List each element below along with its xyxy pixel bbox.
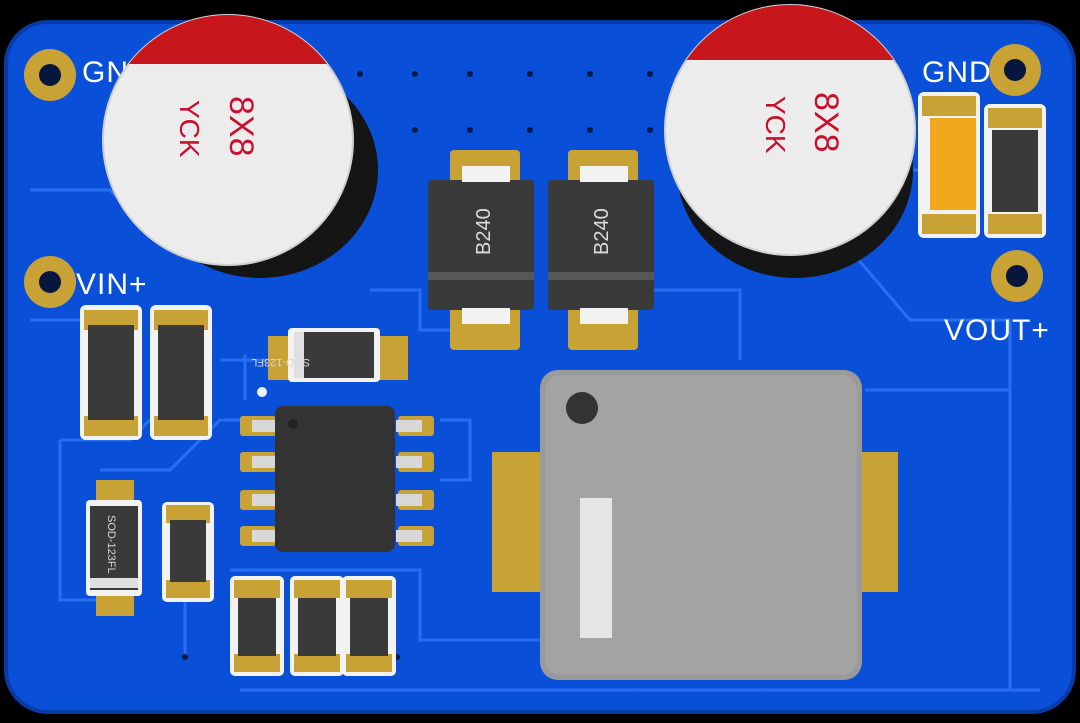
capacitor-left-size: 8X8 xyxy=(222,96,260,157)
capacitor-right-brand: YCK xyxy=(760,96,791,154)
label-vout: VOUT+ xyxy=(944,314,1050,347)
smd-resistor-bottom-left xyxy=(162,502,214,602)
label-vin: VIN+ xyxy=(76,268,148,301)
capacitor-right-size: 8X8 xyxy=(807,92,845,153)
diode-sod123fl-top: SOD-123FL xyxy=(251,328,408,382)
inductor xyxy=(492,370,898,680)
smd-pair-left xyxy=(80,305,212,440)
b240-label-left: B240 xyxy=(473,208,495,255)
sod-label-left: SOD-123FL xyxy=(105,515,117,574)
diode-b240-right: B240 xyxy=(548,150,654,350)
ic-sop8 xyxy=(240,387,434,552)
copper-traces xyxy=(30,168,1040,692)
sod-label-top: SOD-123FL xyxy=(251,356,310,368)
mounting-hole-top-right xyxy=(989,44,1041,96)
via-grid xyxy=(182,71,653,660)
mounting-hole-mid-right xyxy=(991,250,1043,302)
mounting-hole-top-left xyxy=(24,49,76,101)
smd-pair-right xyxy=(918,92,1046,238)
b240-label-right: B240 xyxy=(591,208,613,255)
diode-b240-left: B240 xyxy=(428,150,534,350)
diode-sod123fl-left: SOD-123FL xyxy=(86,480,142,616)
smd-resistor-row-bottom xyxy=(230,576,396,676)
label-gnd-right: GND xyxy=(922,56,992,89)
mounting-hole-mid-left xyxy=(24,256,76,308)
capacitor-left-brand: YCK xyxy=(174,100,205,158)
